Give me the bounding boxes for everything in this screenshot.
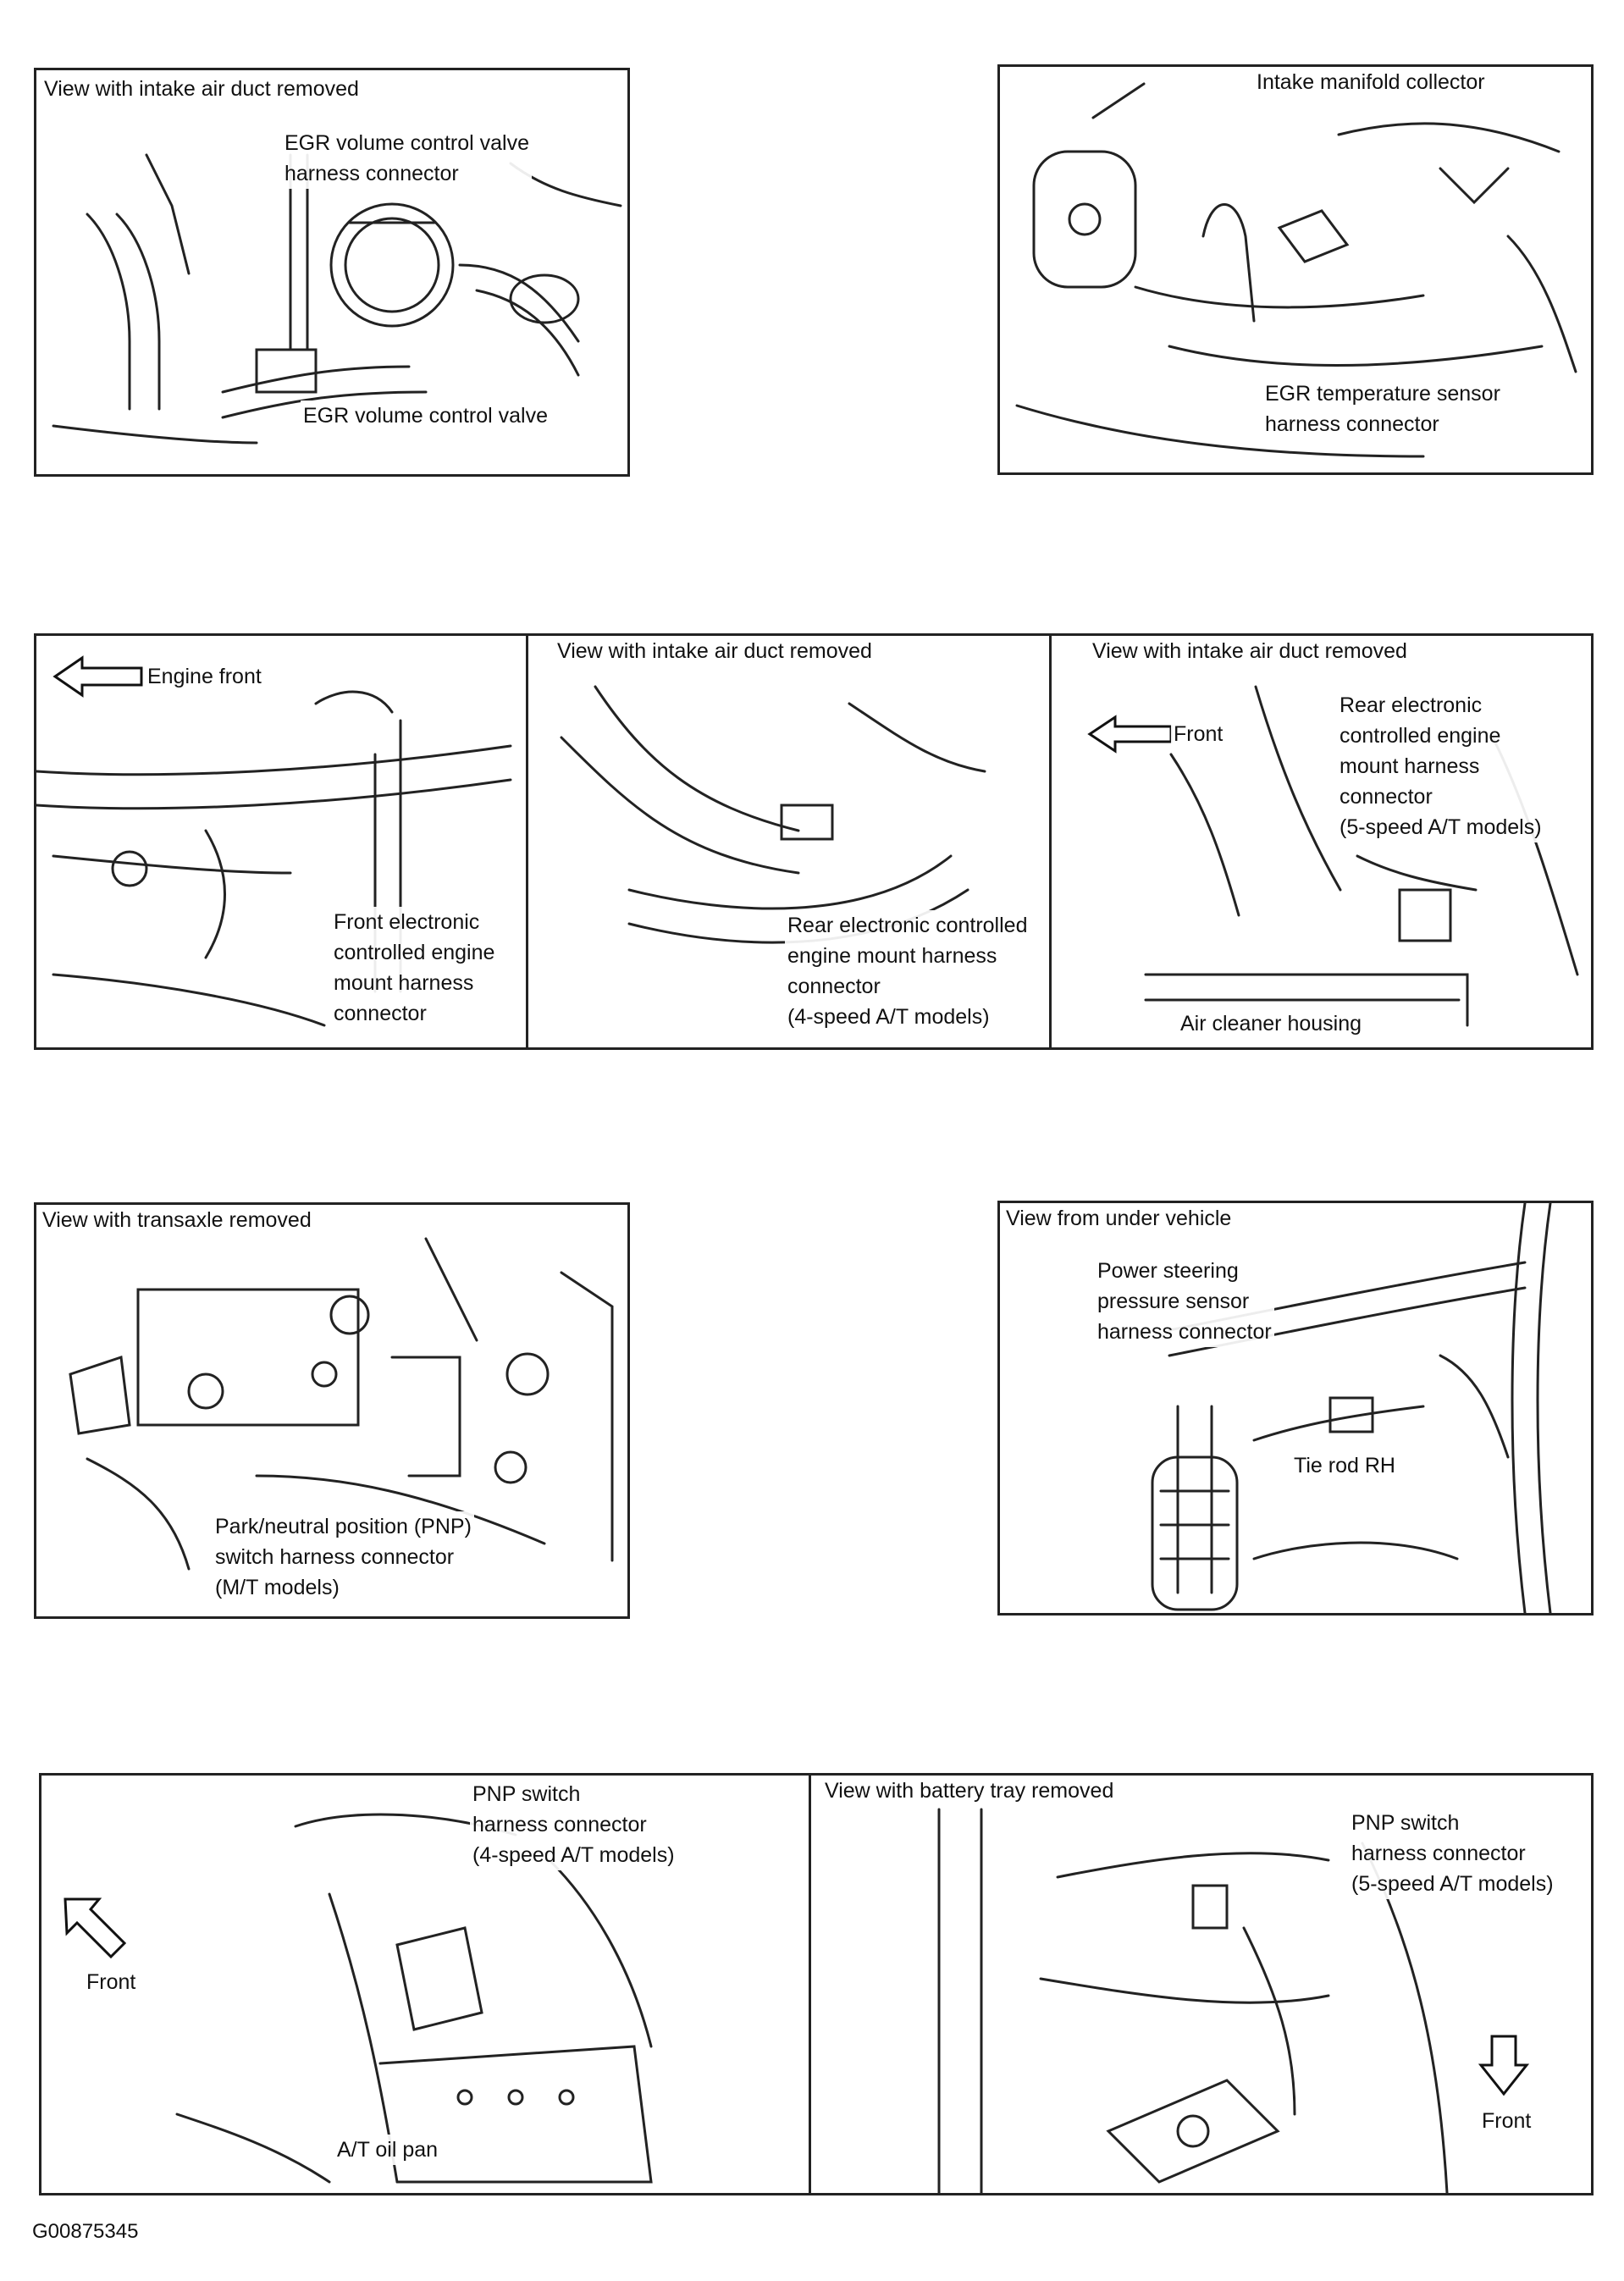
front-label: Front <box>1479 2106 1534 2136</box>
tie-rod-label: Tie rod RH <box>1291 1450 1398 1481</box>
view-caption: View with intake air duct removed <box>1090 636 1410 666</box>
panel-divider <box>526 636 528 1047</box>
figure-id: G00875345 <box>32 2220 139 2243</box>
engine-illustration <box>1015 82 1577 458</box>
view-caption: View with battery tray removed <box>822 1776 1117 1806</box>
view-caption: View with intake air duct removed <box>41 74 362 104</box>
front-label: Front <box>84 1967 139 1997</box>
oil-pan-label: A/T oil pan <box>334 2135 441 2165</box>
panel-engine-mount-connectors: Engine front Front electronic controlled… <box>34 633 1594 1050</box>
egr-temp-connector-label: EGR temperature sensor harness connector <box>1262 378 1503 439</box>
steering-illustration <box>1151 1203 1552 1613</box>
transmission-illustration <box>175 1808 1449 2193</box>
panel-pnp-switch-mt: View with transaxle removed Park/neutral… <box>34 1202 630 1619</box>
pnp-switch-4at-connector-label: PNP switch harness connector (4-speed A/… <box>470 1779 677 1870</box>
rear-mount-connector-5at-label: Rear electronic controlled engine mount … <box>1337 690 1544 842</box>
view-caption: View with transaxle removed <box>40 1205 314 1235</box>
panel-divider <box>809 1776 811 2193</box>
view-caption: View with intake air duct removed <box>555 636 875 666</box>
transaxle-illustration <box>69 1237 614 1571</box>
egr-valve-label: EGR volume control valve <box>301 400 551 431</box>
front-arrow-down-icon <box>1478 2035 1530 2096</box>
engine-front-label: Engine front <box>145 661 264 692</box>
view-caption: View from under vehicle <box>1003 1203 1235 1234</box>
panel-pnp-switch-at: PNP switch harness connector (4-speed A/… <box>39 1773 1594 2195</box>
ps-sensor-connector-label: Power steering pressure sensor harness c… <box>1095 1256 1274 1347</box>
panel-egr-temperature-sensor: Intake manifold collector EGR temperatur… <box>997 64 1594 475</box>
front-mount-connector-label: Front electronic controlled engine mount… <box>331 907 498 1029</box>
front-arrow-icon <box>64 1897 127 1959</box>
engine-illustration <box>36 685 1579 1027</box>
egr-valve-connector-label: EGR volume control valve harness connect… <box>282 128 533 189</box>
panel-divider <box>1049 636 1052 1047</box>
front-label: Front <box>1171 719 1226 749</box>
pnp-switch-mt-connector-label: Park/neutral position (PNP) switch harne… <box>213 1511 474 1603</box>
intake-manifold-label: Intake manifold collector <box>1254 67 1488 97</box>
panel-egr-volume-control-valve: View with intake air duct removed EGR vo… <box>34 68 630 477</box>
air-cleaner-label: Air cleaner housing <box>1178 1008 1365 1039</box>
engine-illustration <box>52 153 622 445</box>
panel-power-steering-sensor: View from under vehicle Power steering p… <box>997 1201 1594 1615</box>
front-arrow-icon <box>1087 715 1173 754</box>
pnp-switch-5at-connector-label: PNP switch harness connector (5-speed A/… <box>1349 1808 1556 1899</box>
engine-front-arrow-icon <box>52 655 143 698</box>
rear-mount-connector-4at-label: Rear electronic controlled engine mount … <box>785 910 1030 1032</box>
